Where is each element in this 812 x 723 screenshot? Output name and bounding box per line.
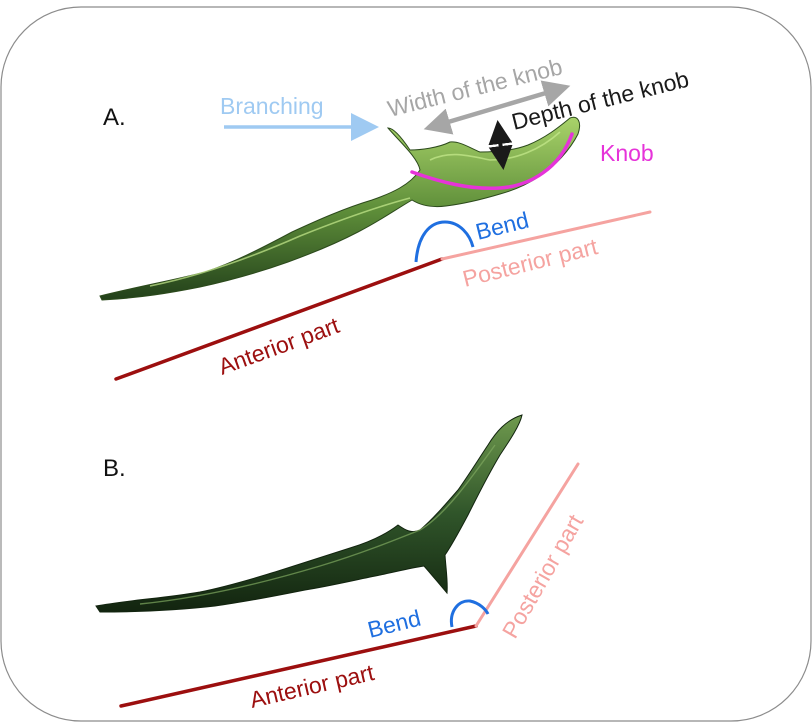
panel-b-letter: B.: [103, 455, 126, 482]
knob-label: Knob: [600, 140, 654, 166]
panel-a-letter: A.: [103, 104, 126, 131]
branching-label: Branching: [220, 93, 324, 119]
